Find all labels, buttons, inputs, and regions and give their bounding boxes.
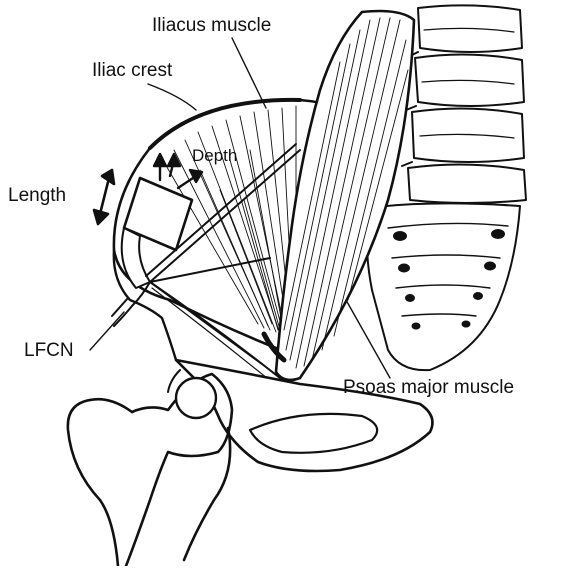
label-length: Length <box>8 186 66 205</box>
femur <box>68 374 232 566</box>
spine <box>402 5 526 203</box>
label-lfcn: LFCN <box>24 341 74 360</box>
sacrum <box>367 203 520 370</box>
label-depth: Depth <box>192 147 237 164</box>
length-arrow <box>94 170 114 224</box>
label-iliacus-muscle: Iliacus muscle <box>152 16 271 35</box>
label-psoas-major-muscle: Psoas major muscle <box>343 378 514 397</box>
label-iliac-crest: Iliac crest <box>92 61 172 80</box>
